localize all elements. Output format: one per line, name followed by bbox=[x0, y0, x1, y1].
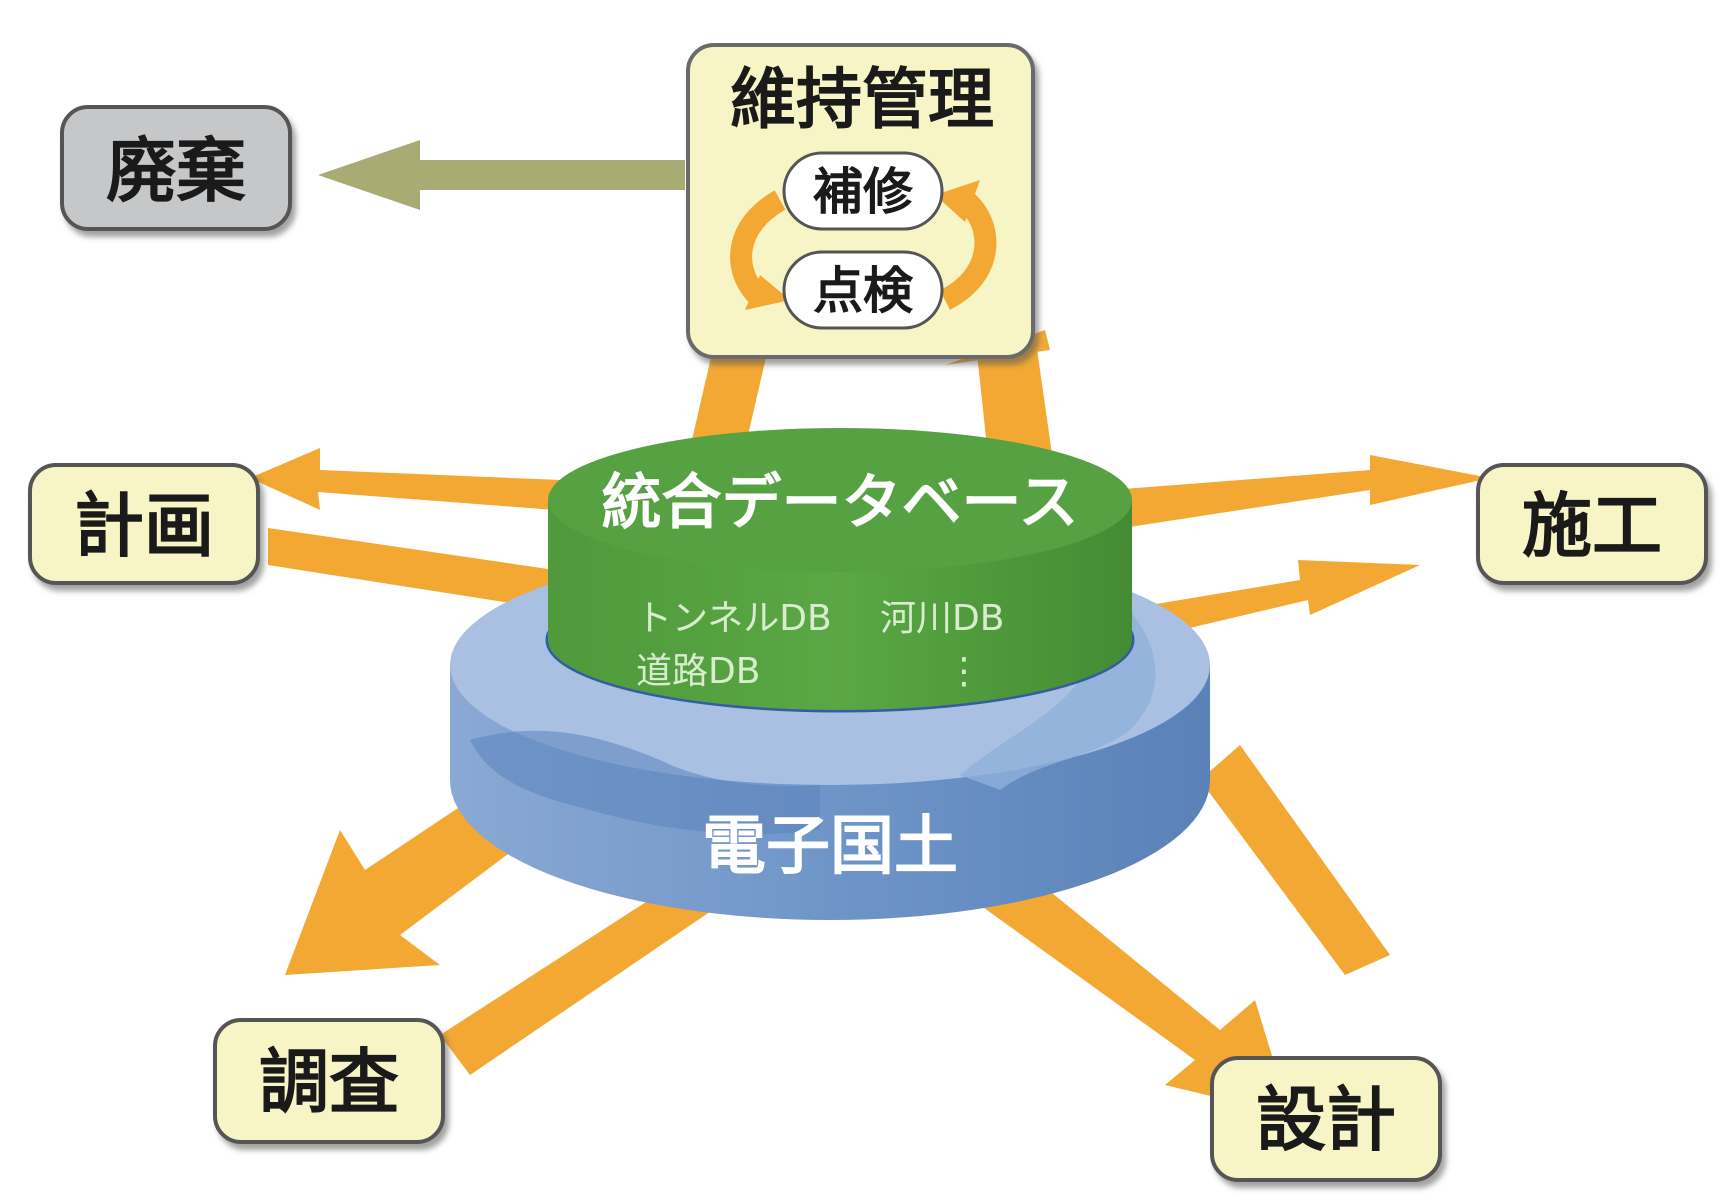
construction-box: 施工 bbox=[1476, 463, 1708, 585]
arrow-to-design bbox=[980, 875, 1290, 1115]
planning-label: 計画 bbox=[74, 485, 214, 567]
arrow-from-planning bbox=[268, 528, 555, 610]
db-entry: 河川DB bbox=[880, 598, 1004, 639]
arrow-to-disposal bbox=[318, 140, 685, 210]
design-label: 設計 bbox=[1256, 1079, 1396, 1161]
maintenance-label: 維持管理 bbox=[730, 61, 994, 138]
maintenance-box: 維持管理 補修 点検 bbox=[686, 43, 1035, 359]
planning-box: 計画 bbox=[28, 463, 260, 585]
arrow-to-construction bbox=[1110, 455, 1490, 530]
cycle-arrow-left bbox=[730, 190, 786, 307]
cycle-arrow-right-head bbox=[935, 180, 980, 222]
arrow-from-construction bbox=[1150, 560, 1420, 635]
flow-arrows bbox=[250, 140, 1490, 1115]
repair-pill bbox=[782, 151, 944, 231]
db-title: 統合データベース bbox=[602, 468, 1079, 538]
disposal-label: 廃棄 bbox=[106, 130, 246, 212]
db-entry: 道路DB bbox=[636, 651, 760, 692]
survey-box: 調査 bbox=[213, 1018, 445, 1144]
arrow-to-survey bbox=[285, 800, 520, 975]
arrow-from-design bbox=[1200, 745, 1390, 975]
inspection-label: 点検 bbox=[813, 262, 914, 320]
disposal-box: 廃棄 bbox=[60, 105, 292, 231]
arrow-from-survey bbox=[440, 880, 720, 1075]
db-entry: トンネルDB bbox=[636, 598, 832, 639]
cycle-arrow-left-head bbox=[745, 275, 790, 310]
repair-label: 補修 bbox=[813, 163, 914, 221]
arrow-to-planning bbox=[250, 448, 560, 510]
inspection-pill bbox=[782, 250, 944, 330]
construction-label: 施工 bbox=[1522, 485, 1662, 567]
db-top bbox=[548, 428, 1132, 572]
database-cylinder: 統合データベース トンネルDB 河川DB 道路DB ⋮ bbox=[545, 428, 1135, 713]
survey-label: 調査 bbox=[259, 1041, 399, 1123]
map-shape bbox=[470, 730, 820, 834]
db-entry: ⋮ bbox=[946, 651, 982, 692]
cycle-arrow-right bbox=[939, 191, 997, 310]
base-title: 電子国土 bbox=[702, 810, 958, 884]
design-box: 設計 bbox=[1210, 1056, 1442, 1182]
